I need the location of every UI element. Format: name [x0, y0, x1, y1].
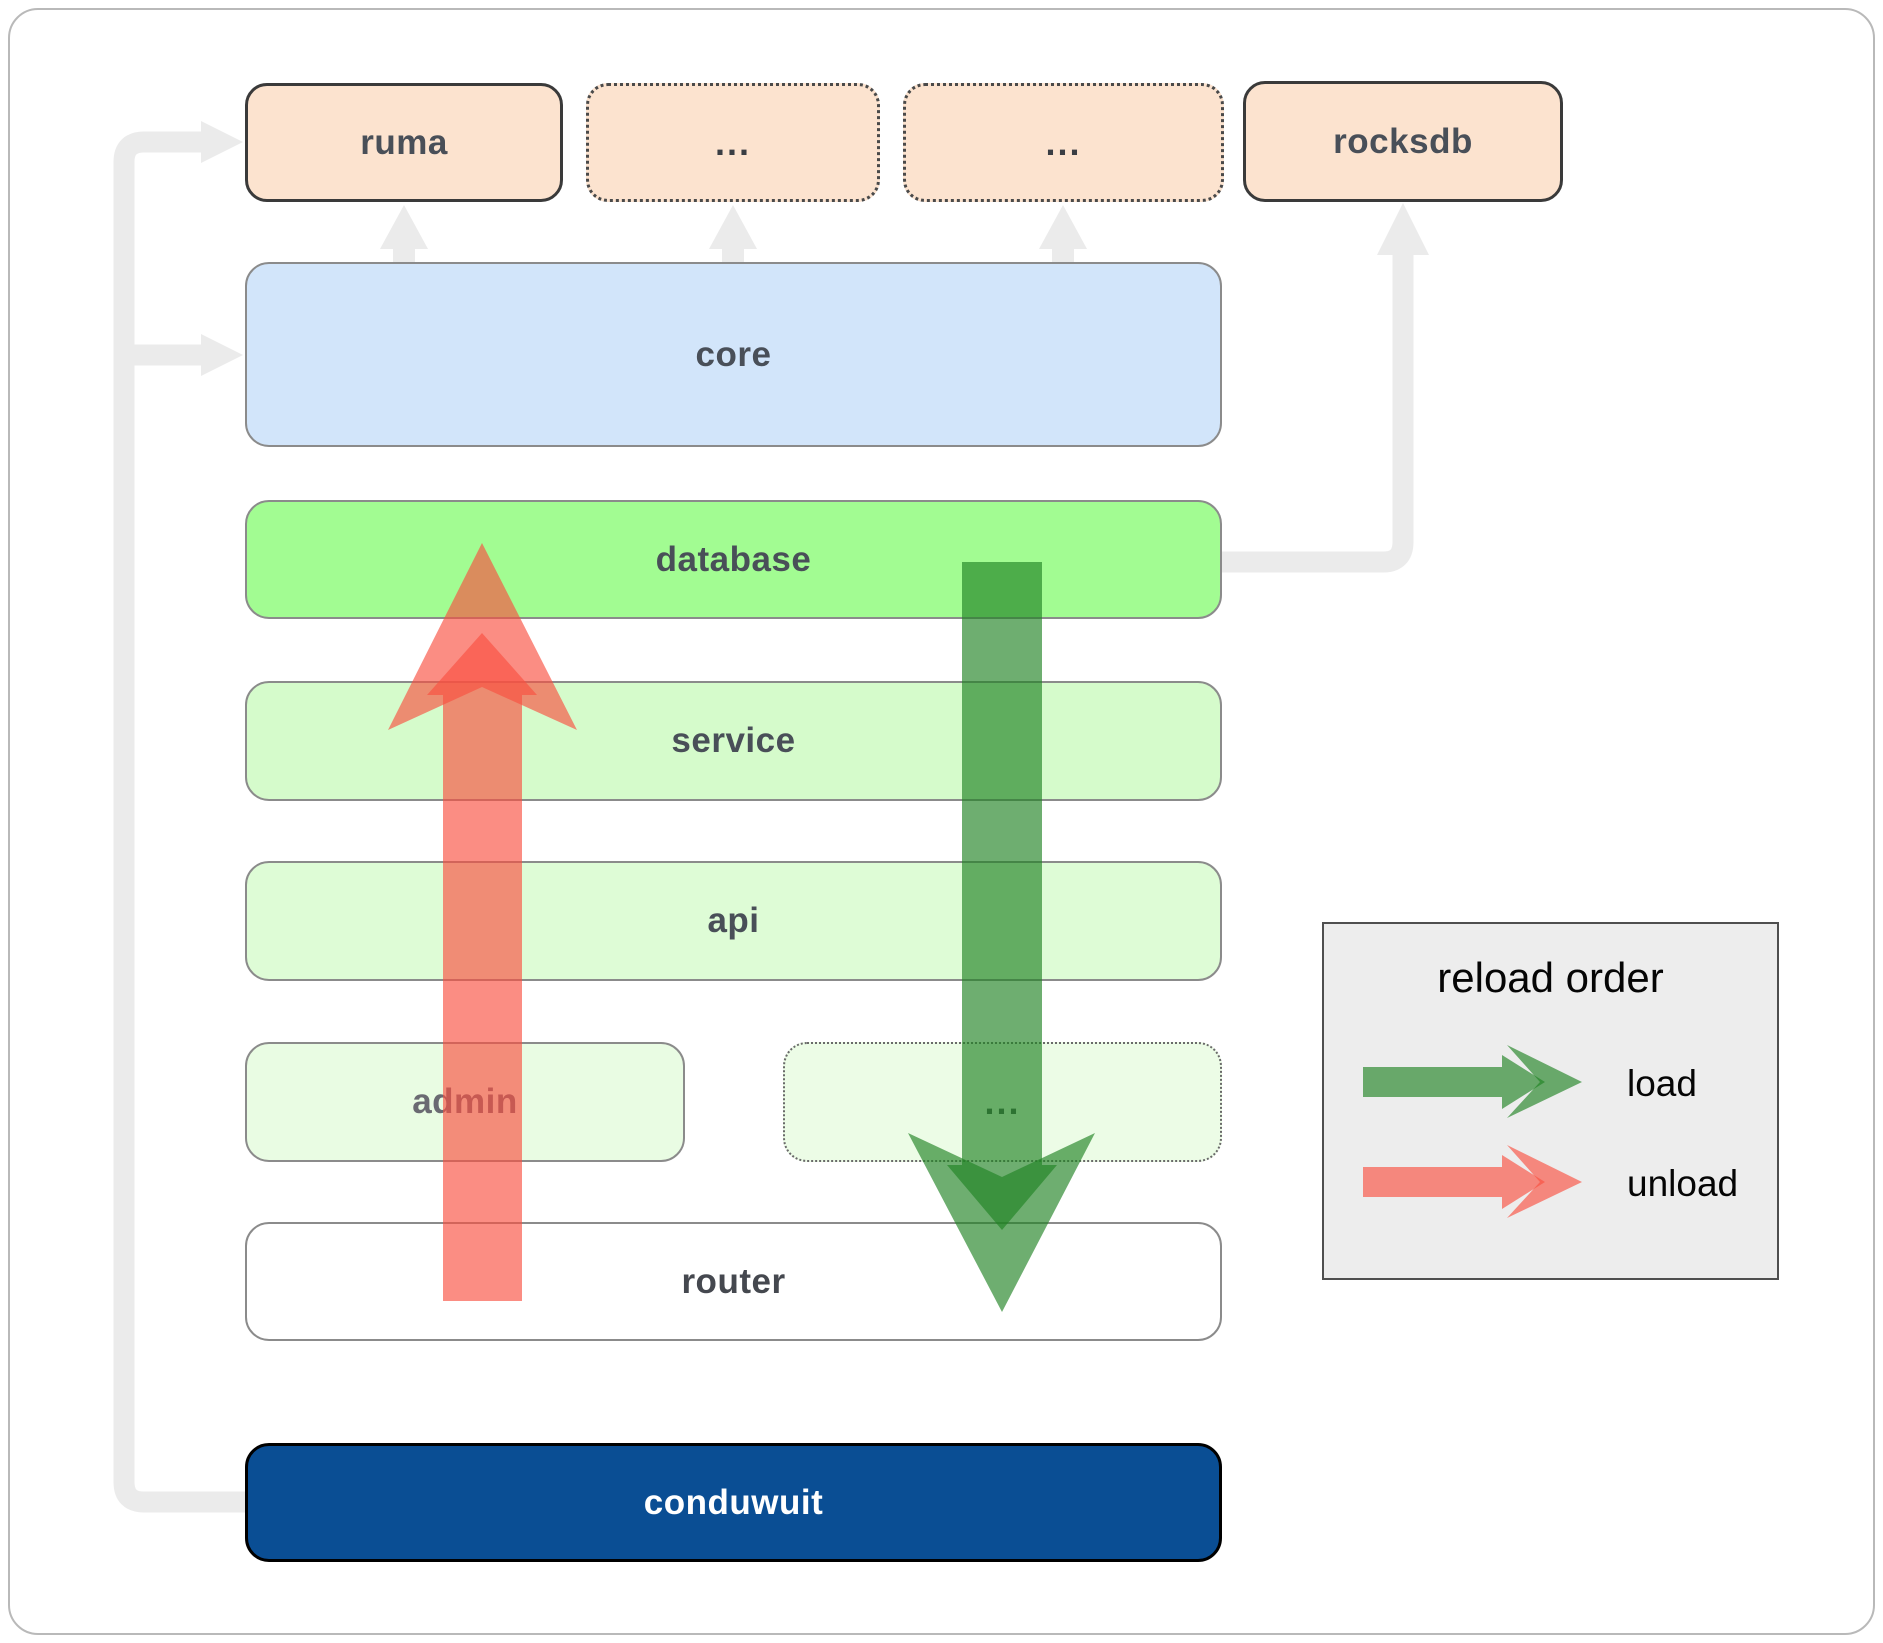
node-services-ellipsis-label: ... — [984, 1081, 1021, 1122]
node-api: api — [245, 861, 1222, 981]
node-modules-ellipsis-1: ... — [586, 83, 880, 202]
node-core-label: core — [695, 334, 772, 374]
node-api-label: api — [707, 901, 760, 940]
node-router-label: router — [681, 1261, 786, 1301]
node-ruma: ruma — [245, 83, 563, 202]
node-ruma-label: ruma — [360, 122, 448, 162]
outer-frame — [8, 8, 1875, 1635]
node-service-label: service — [671, 721, 796, 760]
node-conduwuit: conduwuit — [245, 1443, 1222, 1562]
legend-title: reload order — [1437, 954, 1664, 1001]
node-database-label: database — [655, 539, 812, 579]
node-router: router — [245, 1222, 1222, 1341]
legend-reload-order: reload order load unload — [1322, 922, 1779, 1280]
node-conduwuit-label: conduwuit — [643, 1482, 824, 1522]
node-services-ellipsis: ... — [783, 1042, 1222, 1162]
node-modules-ellipsis-2: ... — [903, 83, 1224, 202]
node-admin-label: admin — [412, 1082, 518, 1121]
node-rocksdb: rocksdb — [1243, 81, 1563, 202]
node-modules-ellipsis-2-label: ... — [1045, 121, 1082, 163]
node-service: service — [245, 681, 1222, 801]
node-database: database — [245, 500, 1222, 619]
legend-unload-label: unload — [1627, 1163, 1739, 1204]
legend-load-label: load — [1627, 1063, 1697, 1104]
node-core: core — [245, 262, 1222, 447]
node-rocksdb-label: rocksdb — [1333, 121, 1473, 161]
node-admin: admin — [245, 1042, 685, 1162]
node-modules-ellipsis-1-label: ... — [714, 121, 751, 163]
